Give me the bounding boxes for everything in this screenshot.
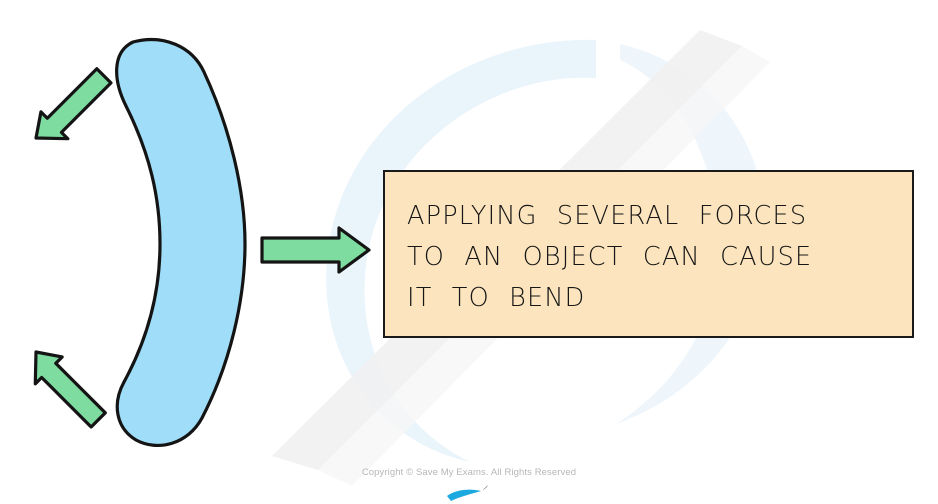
copyright-text: Copyright © Save My Exams. All Rights Re… — [361, 467, 577, 478]
bent-bar — [115, 37, 247, 448]
callout-box: APPLYING SEVERAL FORCES TO AN OBJECT CAN… — [383, 170, 914, 338]
logo-swoosh-icon — [447, 485, 488, 501]
force-arrow-bottom-left — [33, 350, 107, 429]
save-my-exams-logo — [437, 482, 501, 504]
force-arrow-top-left — [34, 67, 113, 141]
watermark-ring — [326, 39, 596, 462]
callout-text: APPLYING SEVERAL FORCES TO AN OBJECT CAN… — [407, 201, 813, 313]
result-arrow-right — [260, 226, 371, 274]
footer: Copyright © Save My Exams. All Rights Re… — [0, 466, 938, 504]
